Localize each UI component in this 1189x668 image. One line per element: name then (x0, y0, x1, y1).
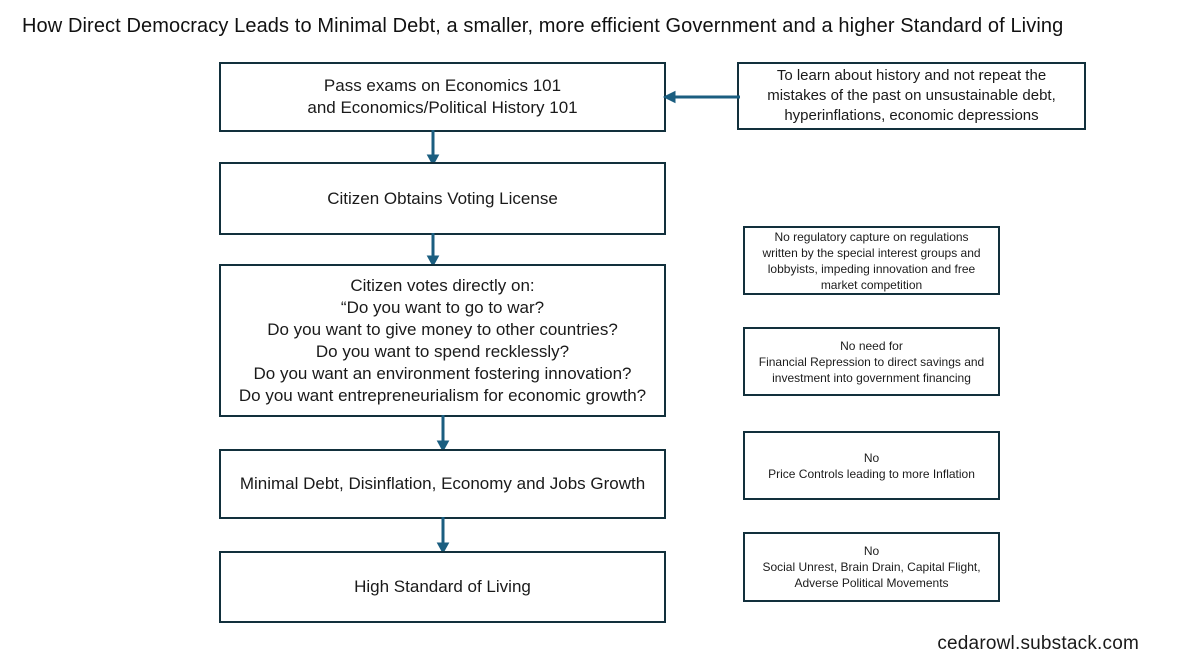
flow-node-voting-license: Citizen Obtains Voting License (219, 162, 666, 235)
page-title: How Direct Democracy Leads to Minimal De… (22, 15, 1064, 37)
note-node-learn-history: To learn about history and not repeat th… (737, 62, 1086, 130)
flow-node-label: Minimal Debt, Disinflation, Economy and … (239, 474, 646, 493)
flow-node-minimal-debt: Minimal Debt, Disinflation, Economy and … (219, 449, 666, 519)
flow-node-label: Citizen votes directly on: “Do you want … (238, 275, 647, 405)
flow-node-label: Citizen Obtains Voting License (327, 188, 558, 208)
outcome-node-price-controls: No Price Controls leading to more Inflat… (743, 431, 1000, 500)
outcome-node-label: No Price Controls leading to more Inflat… (768, 450, 975, 481)
arrow-votes-to-minimal-debt (436, 415, 450, 453)
flow-node-label: High Standard of Living (354, 577, 531, 596)
outcome-node-social-unrest: No Social Unrest, Brain Drain, Capital F… (743, 532, 1000, 602)
arrow-license-to-votes (426, 233, 440, 268)
flow-node-pass-exams: Pass exams on Economics 101 and Economic… (219, 62, 666, 132)
flow-node-high-standard-of-living: High Standard of Living (219, 551, 666, 623)
arrow-minimal-debt-to-high-standard (436, 517, 450, 555)
note-node-label: To learn about history and not repeat th… (767, 67, 1056, 124)
arrow-history-to-exams (662, 90, 740, 104)
arrow-exams-to-license (426, 130, 440, 167)
outcome-node-financial-repression: No need for Financial Repression to dire… (743, 327, 1000, 396)
outcome-node-regulatory-capture: No regulatory capture on regulations wri… (743, 226, 1000, 295)
outcome-node-label: No need for Financial Repression to dire… (758, 338, 985, 385)
watermark-url: cedarowl.substack.com (937, 633, 1139, 654)
flow-node-citizen-votes: Citizen votes directly on: “Do you want … (219, 264, 666, 417)
outcome-node-label: No Social Unrest, Brain Drain, Capital F… (762, 544, 981, 590)
outcome-node-label: No regulatory capture on regulations wri… (762, 229, 981, 292)
flow-node-label: Pass exams on Economics 101 and Economic… (307, 76, 578, 117)
